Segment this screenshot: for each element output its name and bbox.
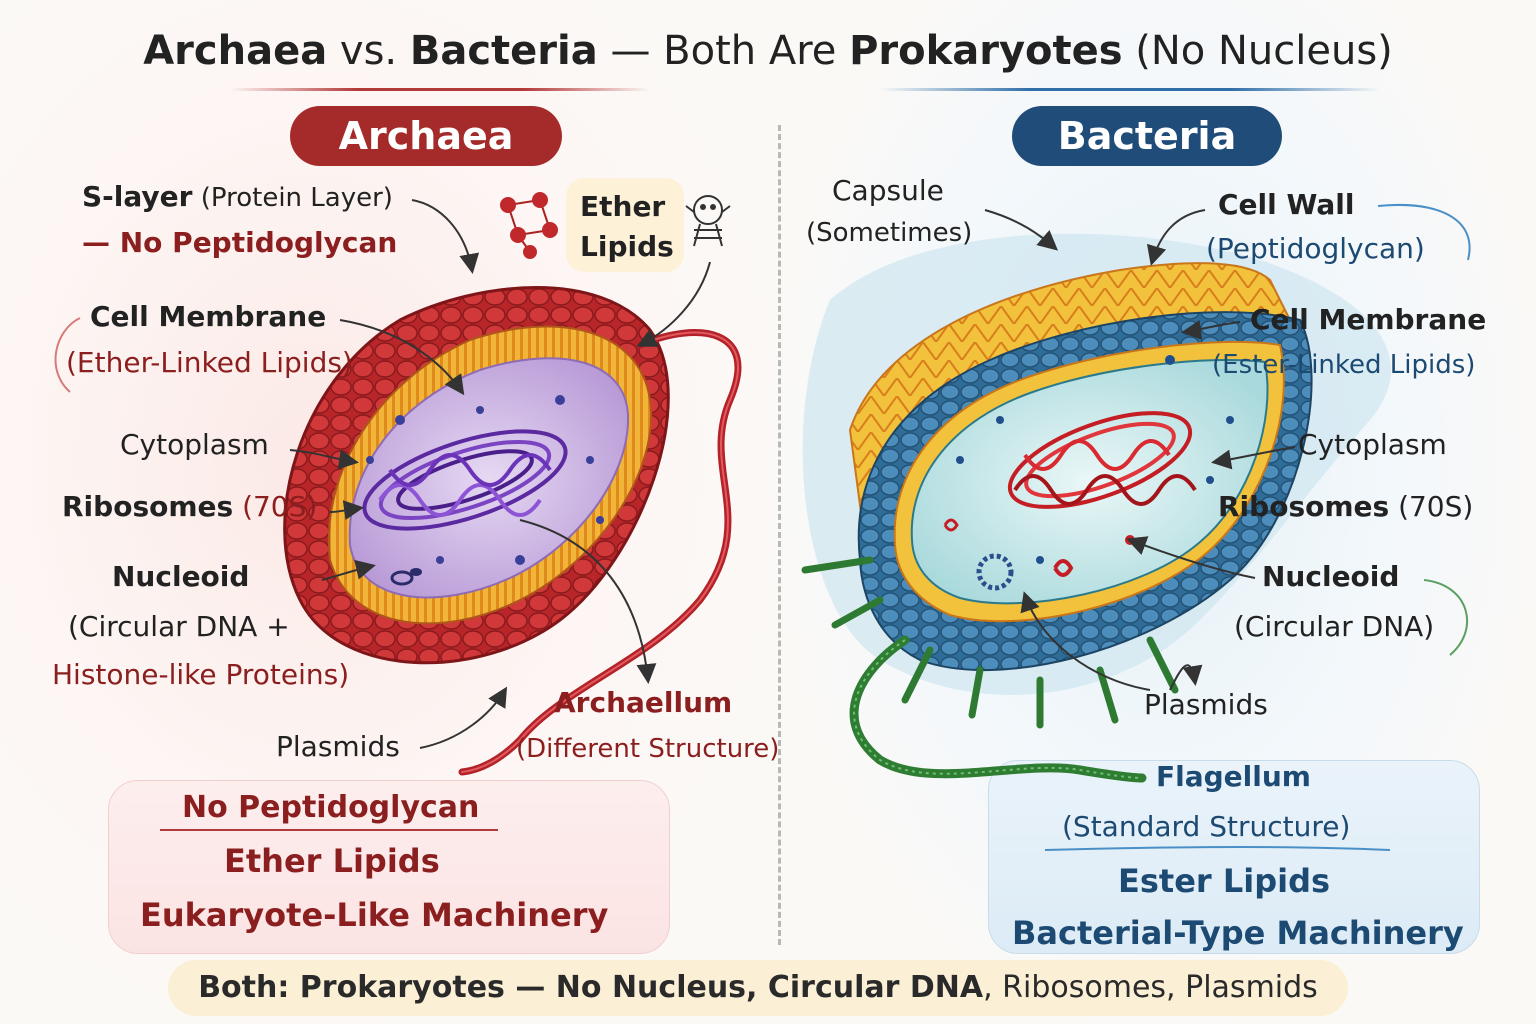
bacteria-summary-ester-lipids: Ester Lipids bbox=[1118, 862, 1331, 900]
capsule-note: (Sometimes) bbox=[806, 218, 973, 248]
bacteria-summary-machinery: Bacterial-Type Machinery bbox=[1012, 914, 1464, 952]
title-bacteria: Bacteria bbox=[409, 28, 598, 74]
flagellum-label: Flagellum bbox=[1156, 760, 1311, 793]
archaea-heading: Archaea bbox=[290, 106, 562, 166]
s-layer-note: (Protein Layer) bbox=[192, 183, 393, 213]
archaea-nucleoid-label: Nucleoid bbox=[112, 560, 250, 593]
archaea-cytoplasm-label: Cytoplasm bbox=[120, 428, 269, 461]
archaea-summary-no-peptidoglycan: No Peptidoglycan bbox=[182, 790, 480, 825]
bacteria-cell bbox=[801, 233, 1392, 783]
archaea-ribosomes bbox=[366, 395, 604, 565]
archaea-summary-eukaryote-machinery: Eukaryote-Like Machinery bbox=[140, 896, 609, 934]
bacteria-plasmids-label: Plasmids bbox=[1144, 688, 1268, 721]
archaea-ribosomes-note: (70S) bbox=[233, 490, 318, 523]
archaea-s-layer-label: S-layer (Protein Layer) bbox=[82, 180, 393, 213]
archaea-cell-membrane-note: (Ether-Linked Lipids) bbox=[66, 346, 353, 379]
bacteria-ribosomes-label: Ribosomes (70S) bbox=[1218, 490, 1473, 523]
archaellum-label: Archaellum bbox=[554, 686, 733, 719]
panel-divider bbox=[778, 125, 781, 945]
bacteria-ribosomes-note: (70S) bbox=[1389, 490, 1474, 523]
bacteria-pili bbox=[801, 556, 1179, 729]
archaea-nucleoid-dna bbox=[362, 429, 568, 531]
archaea-ribosomes-label: Ribosomes (70S) bbox=[62, 490, 317, 523]
footer-summary: Both: Prokaryotes — No Nucleus, Circular… bbox=[168, 960, 1348, 1016]
archaea-plasmid bbox=[390, 568, 422, 586]
archaea-cell bbox=[283, 286, 742, 776]
archaea-summary-ether-lipids: Ether Lipids bbox=[224, 842, 440, 880]
bacteria-cell-membrane-label: Cell Membrane bbox=[1250, 303, 1487, 336]
title-archaea: Archaea bbox=[143, 28, 328, 74]
title-underline-archaea bbox=[230, 88, 650, 91]
bacteria-plasmids bbox=[943, 518, 1074, 591]
archaea-nucleoid-note-1: (Circular DNA + bbox=[68, 610, 290, 643]
bacteria-cytoplasm-label: Cytoplasm bbox=[1298, 428, 1447, 461]
bacteria-cell-membrane-note: (Ester-Linked Lipids) bbox=[1212, 350, 1476, 380]
archaea-plasmids-label: Plasmids bbox=[276, 730, 400, 763]
archaea-ribosomes-title: Ribosomes bbox=[62, 490, 234, 523]
capsule-label: Capsule bbox=[832, 174, 944, 207]
page-title: Archaea vs. Bacteria — Both Are Prokaryo… bbox=[0, 28, 1536, 74]
archaea-no-peptidoglycan-label: — No Peptidoglycan bbox=[82, 226, 398, 259]
bacteria-cell-wall-label: Cell Wall bbox=[1218, 188, 1355, 221]
ether-lipids-label-line1: Ether bbox=[580, 190, 666, 223]
ether-lipids-label-line2: Lipids bbox=[580, 230, 674, 263]
title-prokaryotes: Prokaryotes bbox=[849, 28, 1123, 74]
lipid-figure-icon bbox=[685, 195, 731, 247]
flagellum-note: (Standard Structure) bbox=[1062, 810, 1351, 843]
callout-arrows bbox=[289, 199, 1296, 749]
archaea-summary-box bbox=[108, 780, 670, 954]
title-vs: vs. bbox=[327, 28, 410, 74]
bacteria-heading: Bacteria bbox=[1012, 106, 1282, 166]
ether-lipid-molecule-icon bbox=[500, 192, 558, 259]
bacteria-nucleoid-note: (Circular DNA) bbox=[1234, 610, 1435, 643]
bacteria-cell-wall-note: (Peptidoglycan) bbox=[1206, 232, 1425, 265]
archaea-cell-membrane-label: Cell Membrane bbox=[90, 300, 327, 333]
title-no-nucleus: (No Nucleus) bbox=[1122, 28, 1393, 74]
bacteria-nucleoid-label: Nucleoid bbox=[1262, 560, 1400, 593]
bacteria-summary-box bbox=[988, 760, 1480, 954]
ether-lipids-callout bbox=[566, 178, 684, 272]
title-both-are: — Both Are bbox=[597, 28, 850, 74]
bacteria-ribosomes-title: Ribosomes bbox=[1218, 490, 1390, 523]
footer-prefix: Both: Prokaryotes — No Nucleus, Circular… bbox=[198, 970, 984, 1005]
label-underlines bbox=[54, 204, 1471, 851]
archaellum-note: (Different Structure) bbox=[516, 734, 780, 764]
archaea-nucleoid-note-2: Histone-like Proteins) bbox=[52, 658, 350, 691]
title-underline-bacteria bbox=[880, 88, 1380, 91]
footer-suffix: , Ribosomes, Plasmids bbox=[983, 970, 1318, 1005]
s-layer-title: S-layer bbox=[82, 180, 193, 213]
bacteria-nucleoid-dna bbox=[1007, 411, 1197, 509]
